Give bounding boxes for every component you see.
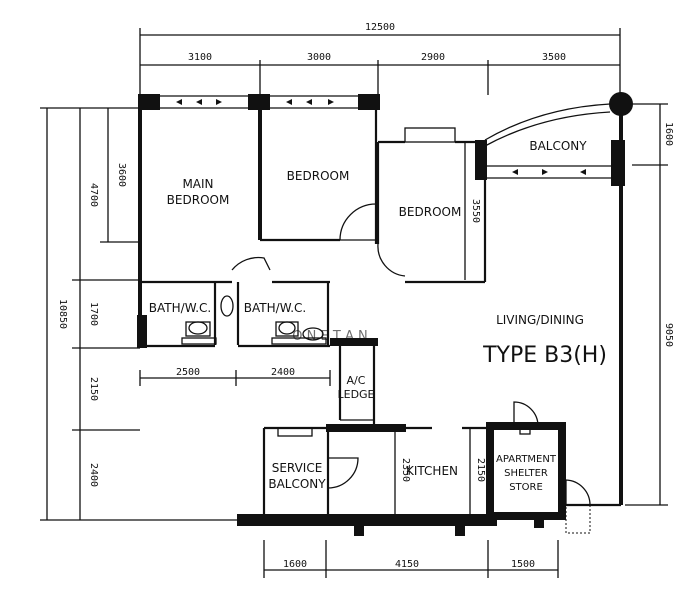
dim-bedroom2-height: 3550 — [470, 199, 481, 223]
walls — [137, 92, 633, 536]
dim-left-total: 10850 — [57, 299, 68, 329]
label-shelter-line3: STORE — [509, 482, 543, 493]
label-service-balcony-line2: BALCONY — [268, 477, 326, 491]
label-main-bedroom-line1: MAIN — [182, 177, 213, 191]
dim-right-top: 1600 — [663, 122, 674, 146]
label-shelter-line1: APARTMENT — [496, 454, 557, 465]
label-bedroom-1: BEDROOM — [287, 169, 350, 183]
dim-bottom-3: 1500 — [511, 559, 535, 570]
dim-left-1: 4700 — [88, 183, 99, 207]
label-shelter-line2: SHELTER — [504, 468, 548, 479]
dim-left-4: 2400 — [88, 463, 99, 487]
watermark: O N E T A N — [292, 329, 367, 344]
doors — [231, 103, 611, 534]
label-balcony: BALCONY — [529, 139, 587, 153]
label-ac-ledge-line2: LEDGE — [337, 388, 374, 401]
dim-left-inner: 3600 — [116, 163, 127, 187]
dim-kitchen-left: 2350 — [400, 458, 411, 482]
dim-bath-1: 2500 — [176, 367, 200, 378]
room-labels: MAIN BEDROOM BEDROOM BEDROOM BALCONY BAT… — [149, 139, 607, 493]
label-bath-1: BATH/W.C. — [149, 301, 211, 315]
dim-top-total: 12500 — [365, 22, 395, 33]
label-living-dining: LIVING/DINING — [496, 313, 584, 327]
dim-right-bottom: 9050 — [663, 323, 674, 347]
label-bath-2: BATH/W.C. — [244, 301, 306, 315]
label-service-balcony-line1: SERVICE — [272, 461, 323, 475]
dim-bath-2: 2400 — [271, 367, 295, 378]
dim-kitchen-right: 2150 — [475, 458, 486, 482]
dim-top-1: 3100 — [188, 52, 212, 63]
label-bedroom-2: BEDROOM — [399, 205, 462, 219]
dim-bottom-2: 4150 — [395, 559, 419, 570]
label-kitchen: KITCHEN — [406, 464, 458, 478]
fixtures — [181, 295, 531, 437]
dim-top-4: 3500 — [542, 52, 566, 63]
dimension-labels: 12500 3100 3000 2900 3500 10850 4700 170… — [57, 22, 674, 570]
plan-title: TYPE B3(H) — [482, 343, 607, 368]
dimension-lines — [40, 28, 668, 578]
label-ac-ledge-line1: A/C — [347, 374, 366, 387]
dim-left-2: 1700 — [88, 302, 99, 326]
dim-left-3: 2150 — [88, 377, 99, 401]
window-arrows — [176, 99, 586, 175]
dim-bottom-1: 1600 — [283, 559, 307, 570]
dim-top-2: 3000 — [307, 52, 331, 63]
label-main-bedroom-line2: BEDROOM — [167, 193, 230, 207]
dim-top-3: 2900 — [421, 52, 445, 63]
